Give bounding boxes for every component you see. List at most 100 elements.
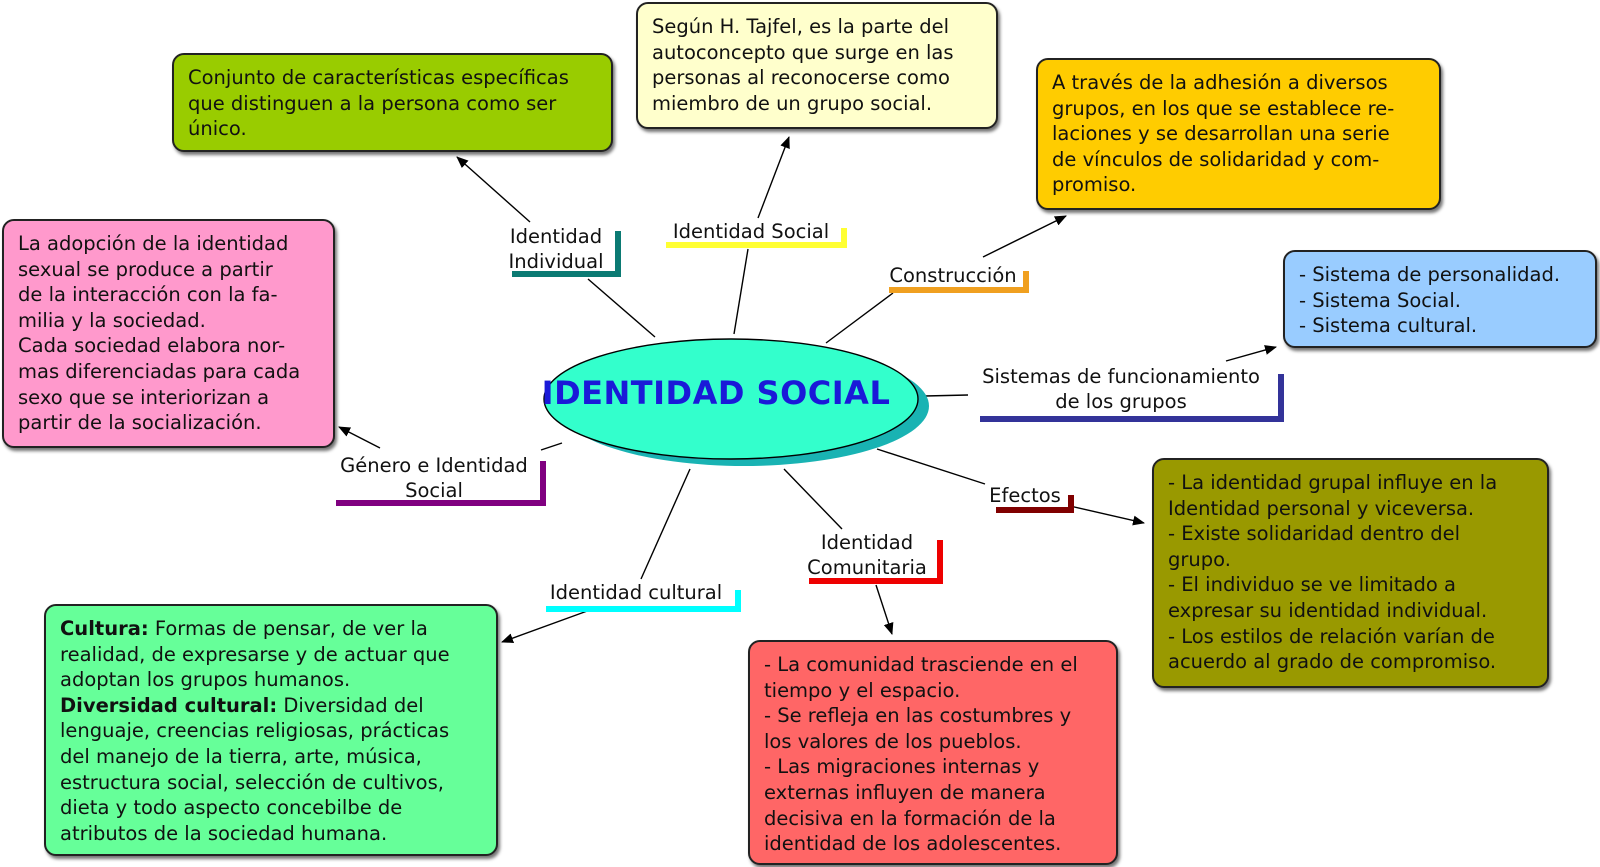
box-line: promiso. bbox=[1052, 173, 1137, 197]
box-line: los valores de los pueblos. bbox=[764, 729, 1022, 753]
branch-label-line: Individual bbox=[508, 250, 604, 273]
arrow-efectos bbox=[1069, 505, 1145, 526]
term-cultura: Cultura: bbox=[60, 617, 149, 640]
box-line: Cultura: Formas de pensar, de ver la bbox=[60, 616, 484, 642]
arrow-cultural bbox=[501, 609, 591, 643]
box-line: La adopción de la identidad bbox=[18, 232, 289, 255]
box-line: de vínculos de solidaridad y com- bbox=[1052, 147, 1380, 171]
box-line: - Las migraciones internas y bbox=[764, 755, 1040, 779]
branch-label-efectos: Efectos bbox=[982, 483, 1068, 508]
box-line: externas influyen de manera bbox=[764, 780, 1046, 804]
branch-label-line: Identidad bbox=[509, 225, 603, 248]
box-line: - El individuo se ve limitado a bbox=[1168, 573, 1456, 597]
box-line: - Sistema cultural. bbox=[1299, 314, 1478, 338]
box-line: Cada sociedad elabora nor- bbox=[18, 334, 286, 358]
connector-center-construccion bbox=[825, 292, 894, 344]
box-line: grupo. bbox=[1168, 547, 1231, 571]
box-line: Identidad personal y viceversa. bbox=[1168, 496, 1475, 520]
branch-label-line: Identidad cultural bbox=[549, 581, 723, 604]
box-efectos: - La identidad grupal influye en la Iden… bbox=[1152, 458, 1549, 688]
box-line: - Sistema de personalidad. bbox=[1299, 263, 1561, 286]
arrow-individual bbox=[456, 156, 531, 223]
box-line: miembro de un grupo social. bbox=[652, 91, 933, 115]
branch-label-identidad-cultural: Identidad cultural bbox=[538, 580, 734, 605]
box-line: Según H. Tajfel, es la parte del bbox=[652, 15, 950, 38]
box-line: mas diferenciadas para cada bbox=[18, 359, 301, 383]
arrow-genero bbox=[338, 426, 381, 449]
box-identidad-social: Según H. Tajfel, es la parte del autocon… bbox=[636, 2, 998, 129]
arrow-construccion bbox=[982, 215, 1067, 258]
arrow-social bbox=[757, 136, 790, 219]
box-line: partir de la socialización. bbox=[18, 411, 262, 435]
box-line: dieta y todo aspecto concebilbe de bbox=[60, 796, 403, 820]
box-line: - Se refleja en las costumbres y bbox=[764, 704, 1072, 728]
branch-label-line: Género e Identidad bbox=[340, 454, 528, 477]
branch-label-line: Identidad Social bbox=[672, 220, 830, 243]
box-line: que distinguen a la persona como ser bbox=[188, 91, 557, 115]
branch-label-identidad-individual: Identidad Individual bbox=[496, 224, 616, 274]
box-line: de la interacción con la fa- bbox=[18, 283, 278, 307]
term-diversidad-cultural: Diversidad cultural: bbox=[60, 693, 278, 717]
box-sistemas-funcionamiento: - Sistema de personalidad. - Sistema Soc… bbox=[1283, 250, 1597, 348]
box-line: Conjunto de características específicas bbox=[188, 66, 569, 89]
box-identidad-cultural: Cultura: Formas de pensar, de ver la rea… bbox=[44, 604, 498, 856]
underline-individual bbox=[512, 231, 621, 277]
branch-label-construccion: Construcción bbox=[878, 263, 1028, 288]
branch-label-line: Comunitaria bbox=[807, 556, 927, 579]
box-line: - La comunidad trasciende en el bbox=[764, 653, 1078, 676]
connector-center-comunitaria bbox=[783, 468, 843, 530]
underline-genero bbox=[336, 461, 546, 506]
box-line: adoptan los grupos humanos. bbox=[60, 668, 351, 692]
box-line: acuerdo al grado de compromiso. bbox=[1168, 650, 1497, 674]
arrow-comunitaria bbox=[875, 584, 894, 635]
box-text: Diversidad del bbox=[277, 693, 424, 717]
connector-center-cultural bbox=[640, 468, 691, 580]
branch-label-line: Social bbox=[405, 479, 463, 502]
underline-social bbox=[666, 228, 847, 248]
box-line: A través de la adhesión a diversos bbox=[1052, 71, 1388, 94]
box-line: tiempo y el espacio. bbox=[764, 678, 961, 702]
box-line: sexo que se interiorizan a bbox=[18, 385, 270, 409]
box-line: atributos de la sociedad humana. bbox=[60, 821, 388, 845]
box-line: identidad de los adolescentes. bbox=[764, 832, 1062, 856]
connector-center-sistemas bbox=[924, 394, 969, 397]
connector-center-individual bbox=[587, 278, 656, 338]
box-line: autoconcepto que surge en las bbox=[652, 40, 954, 64]
branch-label-sistemas-funcionamiento: Sistemas de funcionamiento de los grupos bbox=[968, 364, 1274, 414]
branch-label-line: Sistemas de funcionamiento bbox=[982, 365, 1260, 388]
underline-cultural bbox=[546, 590, 741, 612]
box-line: decisiva en la formación de la bbox=[764, 806, 1056, 830]
box-line: Diversidad cultural: Diversidad del bbox=[60, 693, 484, 719]
underline-comunitaria bbox=[809, 540, 943, 584]
box-construccion: A través de la adhesión a diversos grupo… bbox=[1036, 58, 1441, 210]
box-line: expresar su identidad individual. bbox=[1168, 598, 1488, 622]
box-identidad-individual: Conjunto de características específicas … bbox=[172, 53, 613, 152]
branch-label-genero-identidad: Género e Identidad Social bbox=[326, 453, 542, 503]
central-title: IDENTIDAD SOCIAL bbox=[541, 374, 891, 412]
box-line: grupos, en los que se establece re- bbox=[1052, 96, 1395, 120]
box-line: realidad, de expresarse y de actuar que bbox=[60, 642, 450, 666]
connector-center-efectos bbox=[876, 448, 986, 485]
branch-label-line: Efectos bbox=[989, 484, 1061, 507]
branch-label-line: de los grupos bbox=[1055, 390, 1187, 413]
box-line: - Sistema Social. bbox=[1299, 288, 1461, 312]
arrow-sistemas bbox=[1225, 345, 1277, 362]
box-line: - Los estilos de relación varían de bbox=[1168, 624, 1495, 648]
branch-label-identidad-comunitaria: Identidad Comunitaria bbox=[800, 530, 934, 580]
box-identidad-comunitaria: - La comunidad trasciende en el tiempo y… bbox=[748, 640, 1118, 865]
box-line: milia y la sociedad. bbox=[18, 308, 206, 332]
box-line: sexual se produce a partir bbox=[18, 257, 273, 281]
branch-label-line: Identidad bbox=[820, 531, 914, 554]
branch-label-identidad-social: Identidad Social bbox=[656, 219, 846, 244]
box-line: laciones y se desarrollan una serie bbox=[1052, 122, 1390, 146]
box-line: estructura social, selección de cultivos… bbox=[60, 770, 444, 794]
underline-efectos bbox=[996, 495, 1074, 513]
branch-label-line: Construcción bbox=[889, 264, 1017, 287]
underline-sistemas bbox=[980, 374, 1284, 422]
box-text: Formas de pensar, de ver la bbox=[148, 617, 428, 640]
box-line: único. bbox=[188, 117, 247, 141]
connector-center-social bbox=[733, 248, 749, 335]
connector-center-genero bbox=[540, 442, 563, 451]
box-line: - Existe solidaridad dentro del bbox=[1168, 522, 1460, 546]
